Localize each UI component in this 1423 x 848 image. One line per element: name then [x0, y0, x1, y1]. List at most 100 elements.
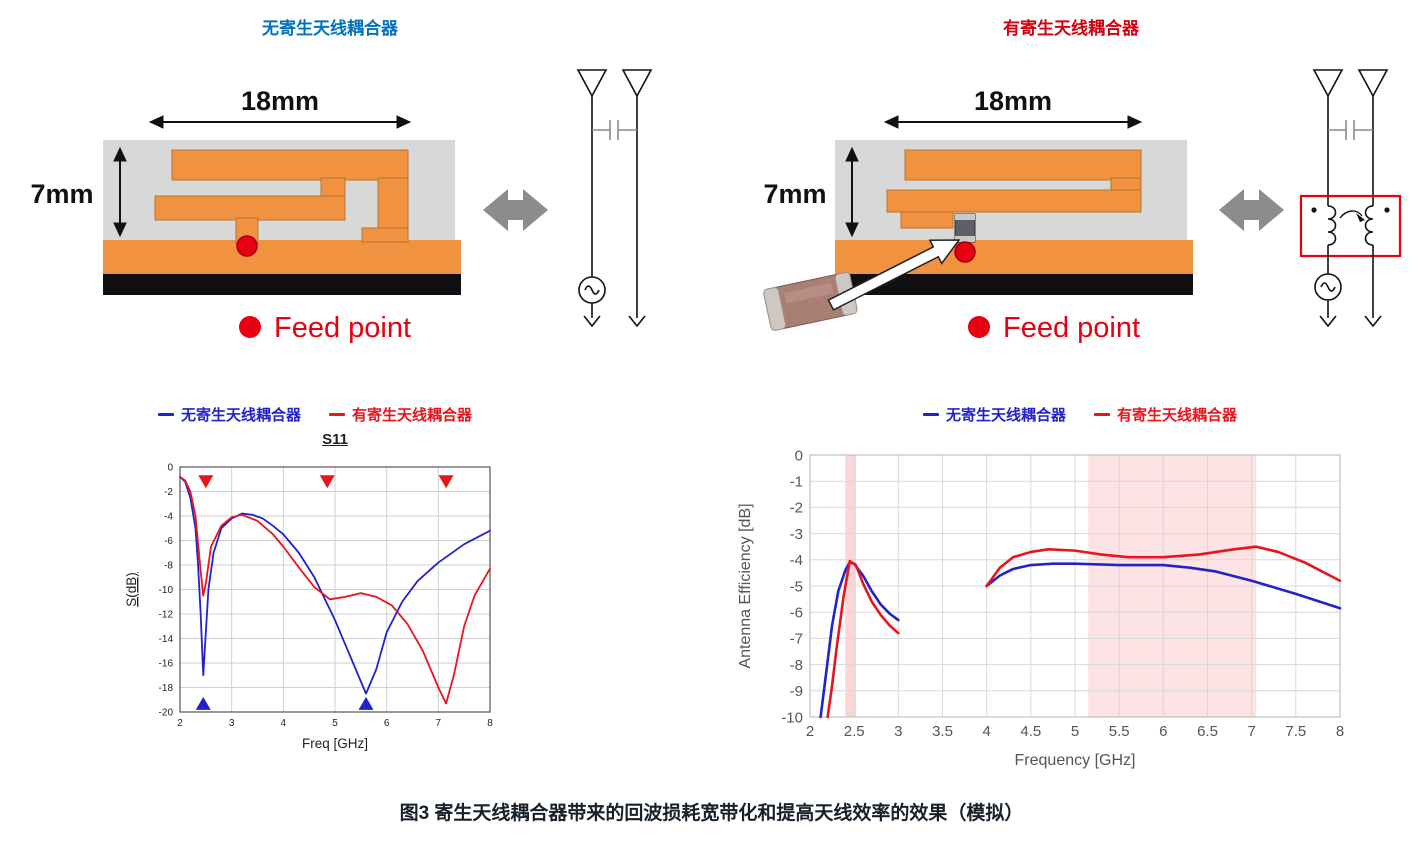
svg-text:2: 2 — [177, 718, 183, 729]
feed-point-legend: Feed point — [968, 312, 1140, 344]
svg-text:4.5: 4.5 — [1020, 723, 1041, 740]
svg-text:-2: -2 — [164, 487, 173, 498]
s11-chart-title: S11 — [322, 431, 348, 448]
panel-title-with-coupler: 有寄生天线耦合器 — [1003, 19, 1139, 38]
svg-text:-1: -1 — [790, 473, 803, 490]
svg-text:-8: -8 — [790, 657, 803, 674]
svg-text:4: 4 — [281, 718, 287, 729]
svg-text:-6: -6 — [790, 604, 803, 621]
width-label: 18mm — [241, 86, 319, 116]
antenna-symbol-icon — [621, 69, 653, 98]
svg-text:5: 5 — [1071, 723, 1079, 740]
svg-text:2.5: 2.5 — [844, 723, 865, 740]
legend-line-icon — [329, 413, 345, 416]
antenna-structure — [835, 140, 1193, 295]
svg-text:Freq [GHz]: Freq [GHz] — [302, 736, 368, 751]
dimension-18mm-arrow — [148, 115, 412, 129]
legend-item-with-coupler: 有寄生天线耦合器 — [329, 404, 472, 425]
inductor-icon — [1364, 205, 1374, 246]
antenna-symbol-icon — [1357, 69, 1389, 98]
svg-text:-20: -20 — [159, 708, 174, 719]
svg-text:S(dB): S(dB) — [124, 572, 139, 607]
svg-text:0: 0 — [167, 463, 173, 474]
svg-text:7.5: 7.5 — [1285, 723, 1306, 740]
svg-text:-10: -10 — [159, 585, 174, 596]
feed-point-label: Feed point — [1003, 312, 1140, 344]
legend-label: 有寄生天线耦合器 — [1117, 407, 1238, 424]
svg-text:7: 7 — [436, 718, 442, 729]
svg-text:0: 0 — [795, 447, 803, 464]
panel-no-coupler: 无寄生天线耦合器 — [0, 0, 711, 380]
equivalent-circuit-with-coupler — [1299, 69, 1402, 328]
panel-title-no-coupler: 无寄生天线耦合器 — [262, 19, 398, 38]
svg-text:4: 4 — [982, 723, 990, 740]
antenna-diagram-with-coupler: 18mm 7mm Feed point — [763, 69, 1402, 344]
height-label: 7mm — [763, 179, 826, 209]
capacitor-icon — [1328, 120, 1373, 140]
feed-point-label: Feed point — [274, 312, 411, 344]
coupler-box — [1299, 194, 1402, 258]
svg-text:2: 2 — [806, 723, 814, 740]
capacitor-icon — [592, 120, 637, 140]
dimension-7mm-arrow — [113, 146, 127, 238]
svg-text:-6: -6 — [164, 536, 173, 547]
svg-text:8: 8 — [1336, 723, 1344, 740]
svg-text:-18: -18 — [159, 683, 174, 694]
ground-icon — [628, 315, 646, 328]
legend-label: 有寄生天线耦合器 — [352, 407, 473, 424]
dimension-18mm-arrow — [883, 115, 1143, 129]
equivalent-circuit-no-coupler — [576, 69, 653, 328]
inductor-icon — [1327, 205, 1337, 246]
legend-item-no-coupler: 无寄生天线耦合器 — [922, 404, 1066, 425]
feed-point-dot — [236, 235, 258, 257]
coupling-arrow-icon — [1339, 210, 1363, 219]
equivalence-arrow-icon — [483, 189, 548, 231]
svg-text:-8: -8 — [164, 561, 173, 572]
svg-text:7: 7 — [1247, 723, 1255, 740]
legend-item-with-coupler: 有寄生天线耦合器 — [1094, 404, 1237, 425]
svg-text:3: 3 — [229, 718, 235, 729]
ground-icon — [583, 315, 601, 328]
antenna-diagram-no-coupler: 18mm 7mm Feed point — [30, 69, 653, 344]
svg-text:-9: -9 — [790, 683, 803, 700]
legend-label: 无寄生天线耦合器 — [945, 407, 1066, 424]
legend-item-no-coupler: 无寄生天线耦合器 — [157, 404, 301, 425]
svg-text:-10: -10 — [781, 709, 803, 726]
polarity-dot — [1384, 207, 1390, 213]
coupler-chip-photo — [763, 271, 858, 331]
polarity-dot — [1311, 207, 1317, 213]
feed-point-legend: Feed point — [239, 312, 411, 344]
svg-text:Frequency [GHz]: Frequency [GHz] — [1015, 752, 1136, 769]
svg-text:-14: -14 — [159, 634, 174, 645]
figure-caption: 图3 寄生天线耦合器带来的回波损耗宽带化和提高天线效率的效果（模拟） — [399, 803, 1024, 824]
ground-strip — [103, 240, 461, 274]
s11-legend: 无寄生天线耦合器 有寄生天线耦合器 — [100, 404, 530, 425]
svg-text:6: 6 — [384, 718, 390, 729]
svg-text:-7: -7 — [790, 631, 803, 648]
svg-text:-4: -4 — [164, 512, 173, 523]
ground-icon — [1319, 315, 1337, 328]
svg-text:-5: -5 — [790, 578, 803, 595]
svg-text:-16: -16 — [159, 659, 174, 670]
efficiency-legend: 无寄生天线耦合器 有寄生天线耦合器 — [730, 404, 1423, 425]
ground-icon — [1364, 315, 1382, 328]
antenna-symbol-icon — [576, 69, 608, 98]
svg-text:3.5: 3.5 — [932, 723, 953, 740]
height-label: 7mm — [30, 179, 93, 209]
legend-label: 无寄生天线耦合器 — [180, 407, 301, 424]
equivalence-arrow-icon — [1219, 189, 1284, 231]
svg-text:-3: -3 — [790, 526, 803, 543]
svg-text:Antenna Efficiency [dB]: Antenna Efficiency [dB] — [737, 503, 754, 668]
pointer-arrow-icon — [827, 239, 961, 311]
svg-text:-2: -2 — [790, 500, 803, 517]
dimension-7mm-arrow — [845, 146, 859, 238]
svg-text:8: 8 — [487, 718, 493, 729]
legend-line-icon — [1094, 413, 1110, 416]
svg-text:-12: -12 — [159, 610, 174, 621]
svg-text:6.5: 6.5 — [1197, 723, 1218, 740]
coupler-component — [954, 213, 976, 243]
legend-line-icon — [922, 413, 939, 416]
